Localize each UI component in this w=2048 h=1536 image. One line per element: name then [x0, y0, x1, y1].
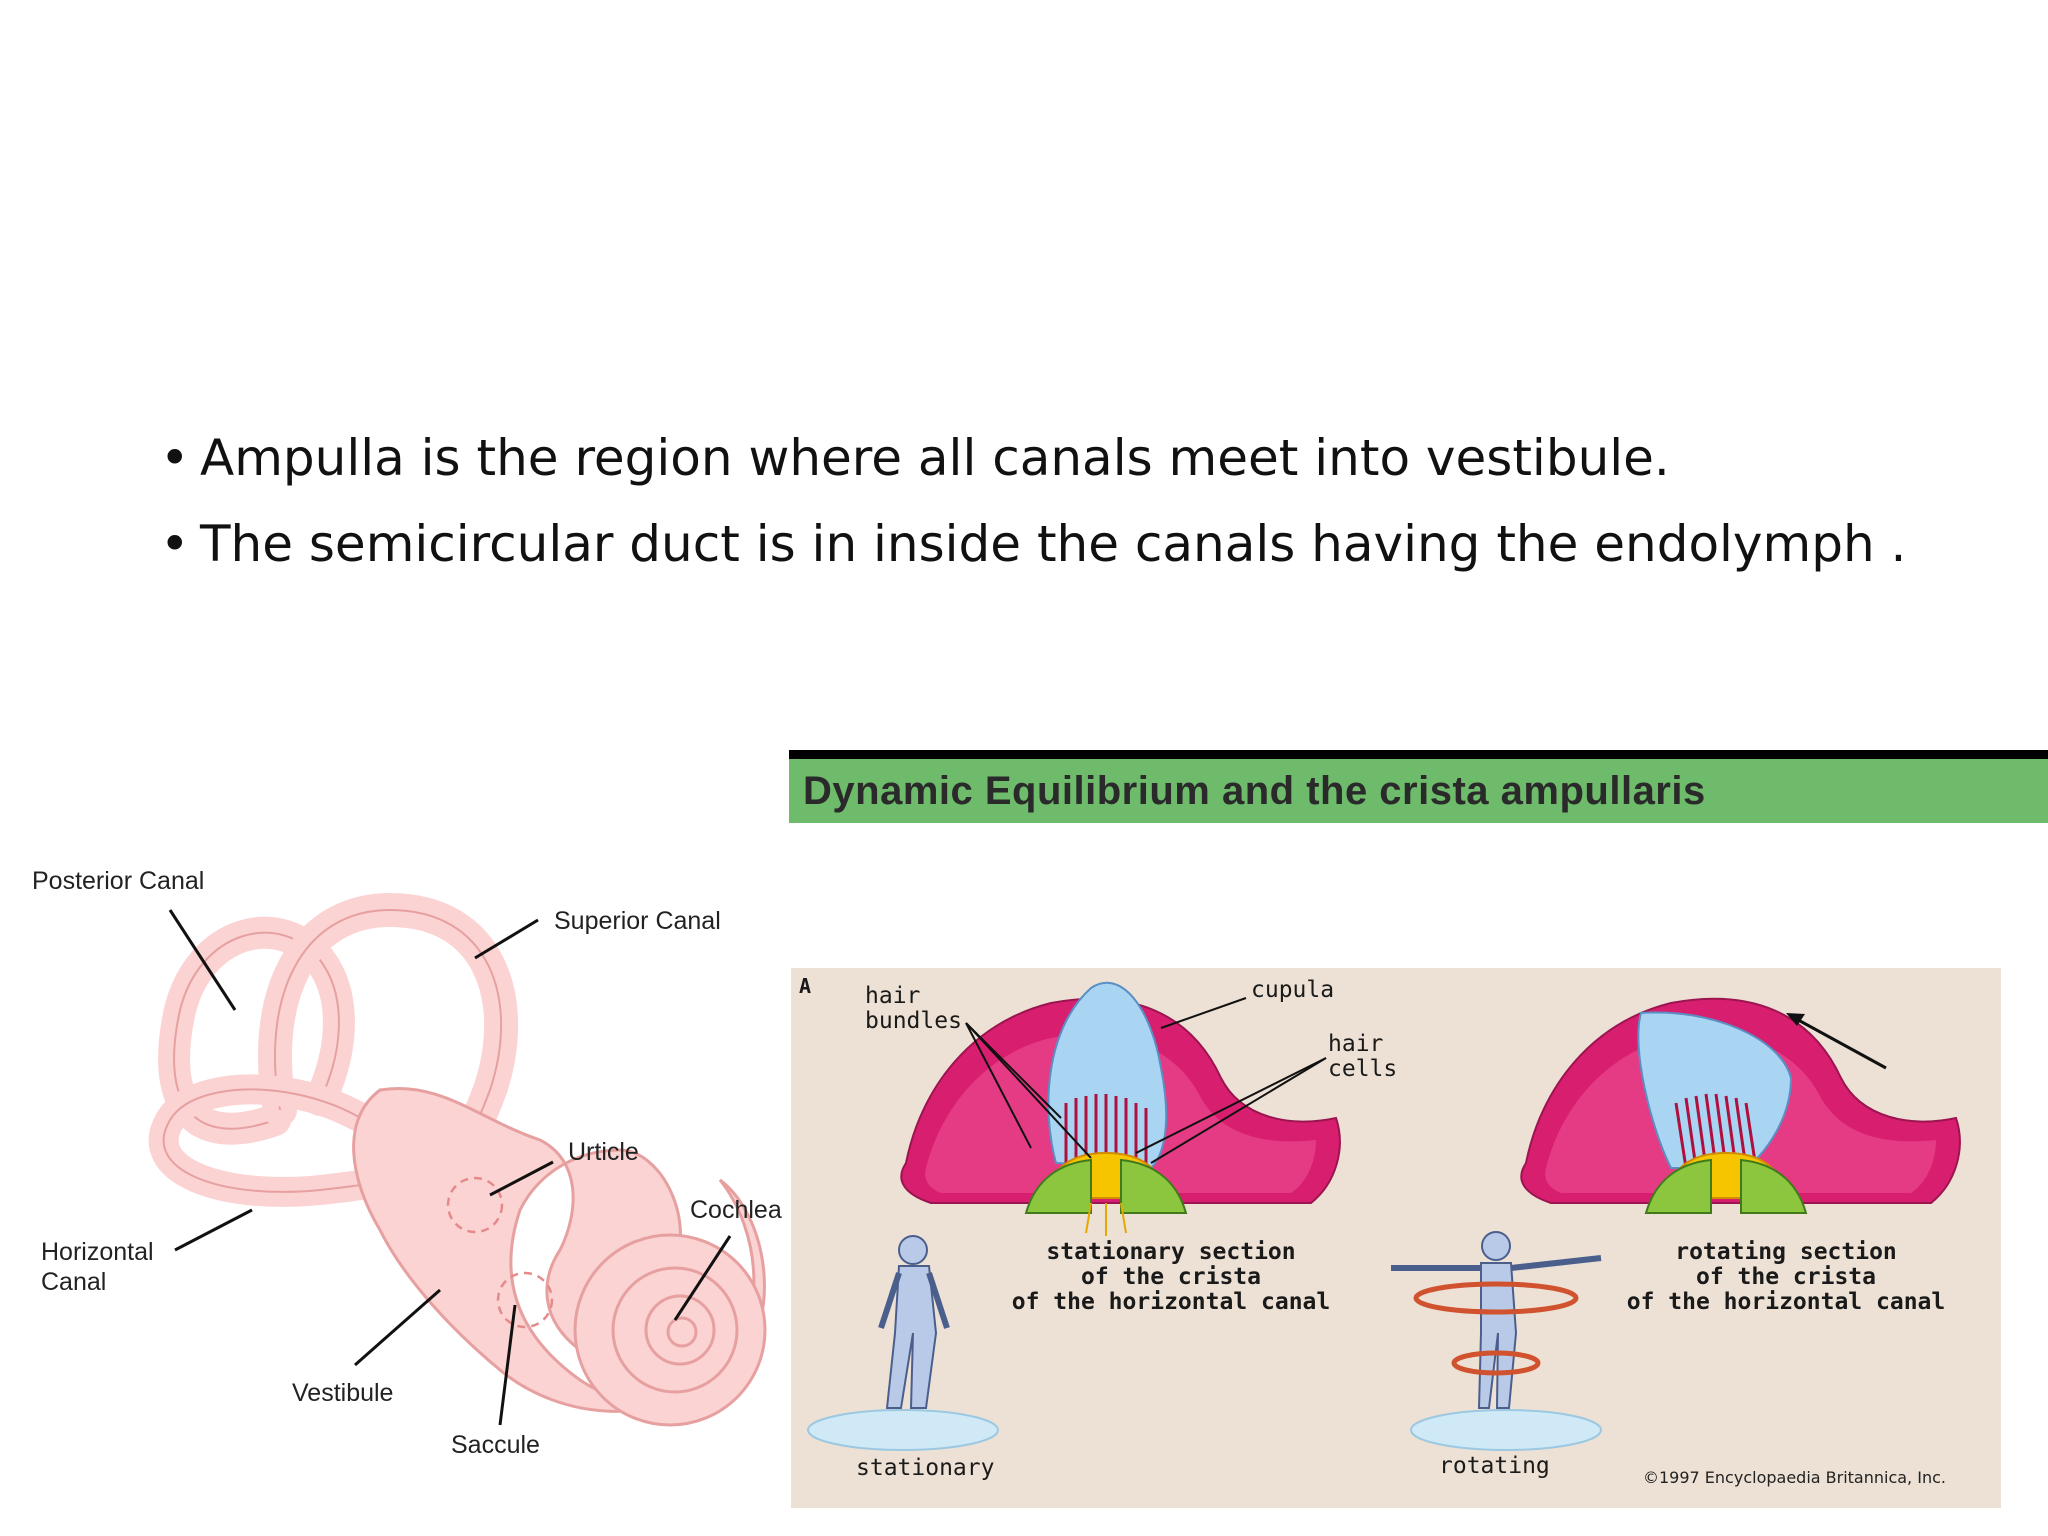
bullet-item: • Ampulla is the region where all canals… [160, 415, 1940, 501]
crista-ampullaris-panel: Dynamic Equilibrium and the crista ampul… [789, 750, 2048, 1510]
saccule-label: Saccule [451, 1431, 540, 1459]
hair-cells-label-line2: cells [1328, 1056, 1398, 1082]
panel-top-rule [789, 750, 2048, 759]
figure-letter: A [799, 974, 812, 998]
rotating-caption-line: of the horizontal canal [1626, 1289, 1946, 1315]
panel-header: Dynamic Equilibrium and the crista ampul… [789, 759, 2048, 823]
rotating-state-label: rotating [1439, 1453, 1550, 1479]
rotating-crista [1520, 997, 1961, 1214]
copyright-text: ©1997 Encyclopaedia Britannica, Inc. [1643, 1468, 1946, 1487]
stationary-caption: stationary section of the crista of the … [971, 1240, 1371, 1315]
bullet-text: Ampulla is the region where all canals m… [200, 429, 1670, 487]
urticle-label: Urticle [568, 1138, 639, 1166]
stationary-crista [900, 981, 1341, 1236]
hair-cells-label-line1: hair [1328, 1031, 1384, 1057]
stationary-state-label: stationary [856, 1455, 995, 1481]
crista-illustration [807, 981, 1961, 1451]
rotating-caption-line: rotating section [1675, 1239, 1897, 1265]
cupula-label: cupula [1251, 977, 1335, 1003]
crista-figure: A hair bundles cupula hair cells station… [791, 968, 2001, 1508]
cochlea-label: Cochlea [690, 1196, 782, 1224]
bullet-dot: • [160, 429, 190, 487]
inner-ear-illustration [148, 892, 767, 1427]
bullet-item: • The semicircular duct is in inside the… [160, 501, 1940, 587]
rotating-caption-line: of the crista [1695, 1264, 1876, 1290]
horizontal-canal-label-line1: Horizontal [41, 1238, 154, 1266]
superior-canal-label: Superior Canal [554, 907, 721, 935]
bullet-text: The semicircular duct is in inside the c… [200, 515, 1907, 573]
stationary-person [807, 1235, 999, 1451]
stationary-caption-line: stationary section [1046, 1239, 1296, 1265]
panel-title: Dynamic Equilibrium and the crista ampul… [803, 769, 1706, 813]
stationary-caption-line: of the horizontal canal [1011, 1289, 1331, 1315]
rotating-caption: rotating section of the crista of the ho… [1586, 1240, 1986, 1315]
inner-ear-diagram: Posterior Canal Superior Canal Urticle C… [20, 850, 790, 1490]
horizontal-canal-label-line2: Canal [41, 1268, 107, 1296]
rotating-person [1391, 1231, 1602, 1451]
stationary-caption-line: of the crista [1080, 1264, 1261, 1290]
hair-bundles-label-line2: bundles [865, 1008, 962, 1034]
bullet-dot: • [160, 515, 190, 573]
hair-bundles-label-line1: hair [865, 983, 921, 1009]
posterior-canal-label: Posterior Canal [32, 867, 205, 895]
vestibule-label: Vestibule [292, 1379, 394, 1407]
bullet-list: • Ampulla is the region where all canals… [160, 415, 1940, 587]
